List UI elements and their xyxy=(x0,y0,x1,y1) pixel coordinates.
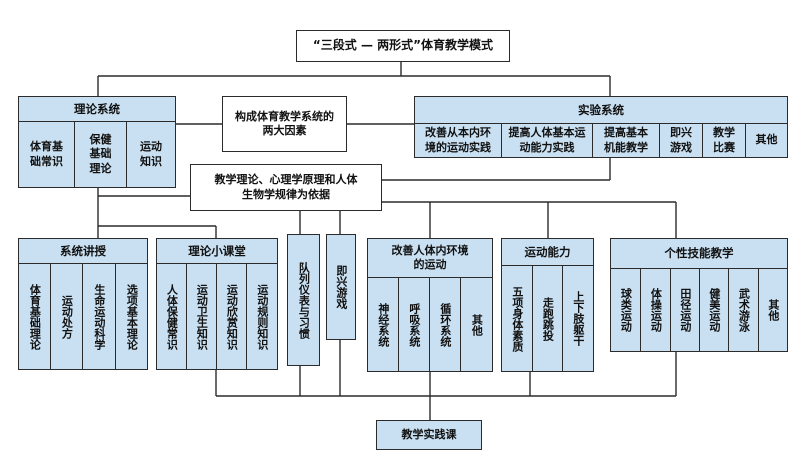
theory-item: 体育基础常识 xyxy=(18,121,75,188)
motor-ability-header: 运动能力 xyxy=(501,238,594,266)
individual-skill-item: 其他 xyxy=(758,268,788,352)
theory-item: 运动知识 xyxy=(126,121,176,188)
lecture-item: 生命运动科学 xyxy=(82,263,116,370)
individual-skill-item: 健美运动 xyxy=(699,268,729,352)
individual-skill-item: 田径运动 xyxy=(670,268,700,352)
experiment-item: 提高人体基本运动能力实践 xyxy=(501,123,593,158)
mini-lecture-item: 运动卫生知识 xyxy=(186,263,217,370)
diagram-title: “三段式 — 两形式”体育教学模式 xyxy=(296,30,510,62)
practice-class-box: 教学实践课 xyxy=(376,420,482,450)
motor-ability-item: 五项身体素质 xyxy=(501,265,533,372)
improve-env-item: 循环系统 xyxy=(429,277,461,372)
theory-system-header: 理论系统 xyxy=(18,96,176,122)
two-factors-box: 构成体育教学系统的两大因素 xyxy=(222,96,347,152)
improve-env-header: 改善人体内环境的运动 xyxy=(367,238,493,278)
improve-env-item: 呼吸系统 xyxy=(398,277,430,372)
individual-skill-item: 武术游泳 xyxy=(728,268,759,352)
basis-box: 教学理论、心理学原理和人体生物学规律为依据 xyxy=(190,164,382,211)
experiment-item: 其他 xyxy=(745,123,788,158)
individual-skill-header: 个性技能教学 xyxy=(610,238,788,269)
experiment-item: 教学比赛 xyxy=(702,123,746,158)
mini-lecture-item: 运动欣赏知识 xyxy=(216,263,247,370)
impromptu-game-box: 即兴游戏 xyxy=(326,234,356,340)
experiment-item: 即兴游戏 xyxy=(659,123,703,158)
queue-etiquette-box: 队列仪表与习惯 xyxy=(287,234,320,366)
lecture-system-header: 系统讲授 xyxy=(18,238,148,264)
experiment-system-header: 实验系统 xyxy=(414,96,788,124)
experiment-item: 提高基本机能教学 xyxy=(592,123,660,158)
experiment-item: 改善从本内环境的运动实践 xyxy=(414,123,502,158)
improve-env-item: 其他 xyxy=(460,277,493,372)
improve-env-item: 神经系统 xyxy=(367,277,399,372)
mini-lecture-item: 运动规则知识 xyxy=(246,263,278,370)
lecture-item: 体育基础理论 xyxy=(18,263,51,370)
mini-lecture-item: 人体保健常识 xyxy=(156,263,187,370)
individual-skill-item: 球类运动 xyxy=(610,268,641,352)
theory-item: 保健基础理论 xyxy=(74,121,127,188)
lecture-item: 运动处方 xyxy=(50,263,83,370)
mini-lecture-header: 理论小课堂 xyxy=(156,238,278,264)
motor-ability-item: 上下肢躯干 xyxy=(562,265,594,372)
individual-skill-item: 体操运动 xyxy=(640,268,671,352)
motor-ability-item: 走跑跳投 xyxy=(532,265,563,372)
lecture-item: 选项基本理论 xyxy=(115,263,148,370)
